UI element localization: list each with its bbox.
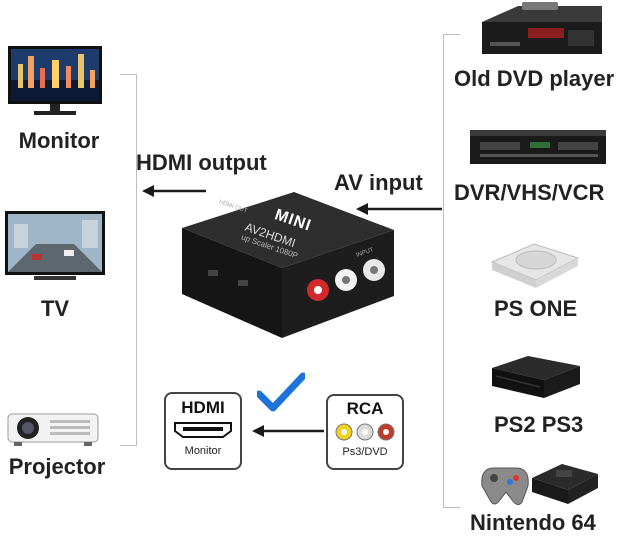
right-bracket [443,34,460,508]
hdmi-output-arrow [142,184,206,198]
dvd-player-icon [478,2,606,58]
output-label-monitor: Monitor [18,128,100,153]
converter-device: MINI AV2HDMI up Scaler 1080P HDMI OUT IN… [178,190,398,340]
input-label-ps-one: PS ONE [494,296,578,321]
hdmi-port-icon [173,421,233,439]
hdmi-connector-subtitle: Monitor [184,445,222,457]
left-bracket [120,74,137,446]
input-label-ps2: PS2 PS3 [494,412,584,437]
monitor-icon [6,44,104,116]
hdmi-connector-title: HDMI [181,398,225,417]
input-label-n64: Nintendo 64 [470,510,596,535]
output-label-projector: Projector [8,454,106,479]
hdmi-connector-box: HDMI Monitor [164,392,242,470]
ps2-icon [488,354,584,400]
ps-one-icon [486,238,582,290]
rca-connector-subtitle: Ps3/DVD [342,446,388,458]
rca-connector-title: RCA [346,399,384,418]
input-label-dvd: Old DVD player [454,66,615,91]
check-icon [257,372,305,414]
tv-icon [4,210,106,282]
av-input-arrow [356,202,442,216]
rca-plugs-icon [332,422,398,442]
connector-arrow [252,424,324,438]
vcr-icon [468,126,608,168]
projector-icon [6,406,102,448]
input-label-vcr: DVR/VHS/VCR [454,180,605,205]
hdmi-output-heading: HDMI output [136,150,267,175]
av-input-heading: AV input [334,170,423,195]
rca-connector-box: RCA Ps3/DVD [326,394,404,470]
n64-icon [476,456,602,510]
output-label-tv: TV [40,296,70,321]
